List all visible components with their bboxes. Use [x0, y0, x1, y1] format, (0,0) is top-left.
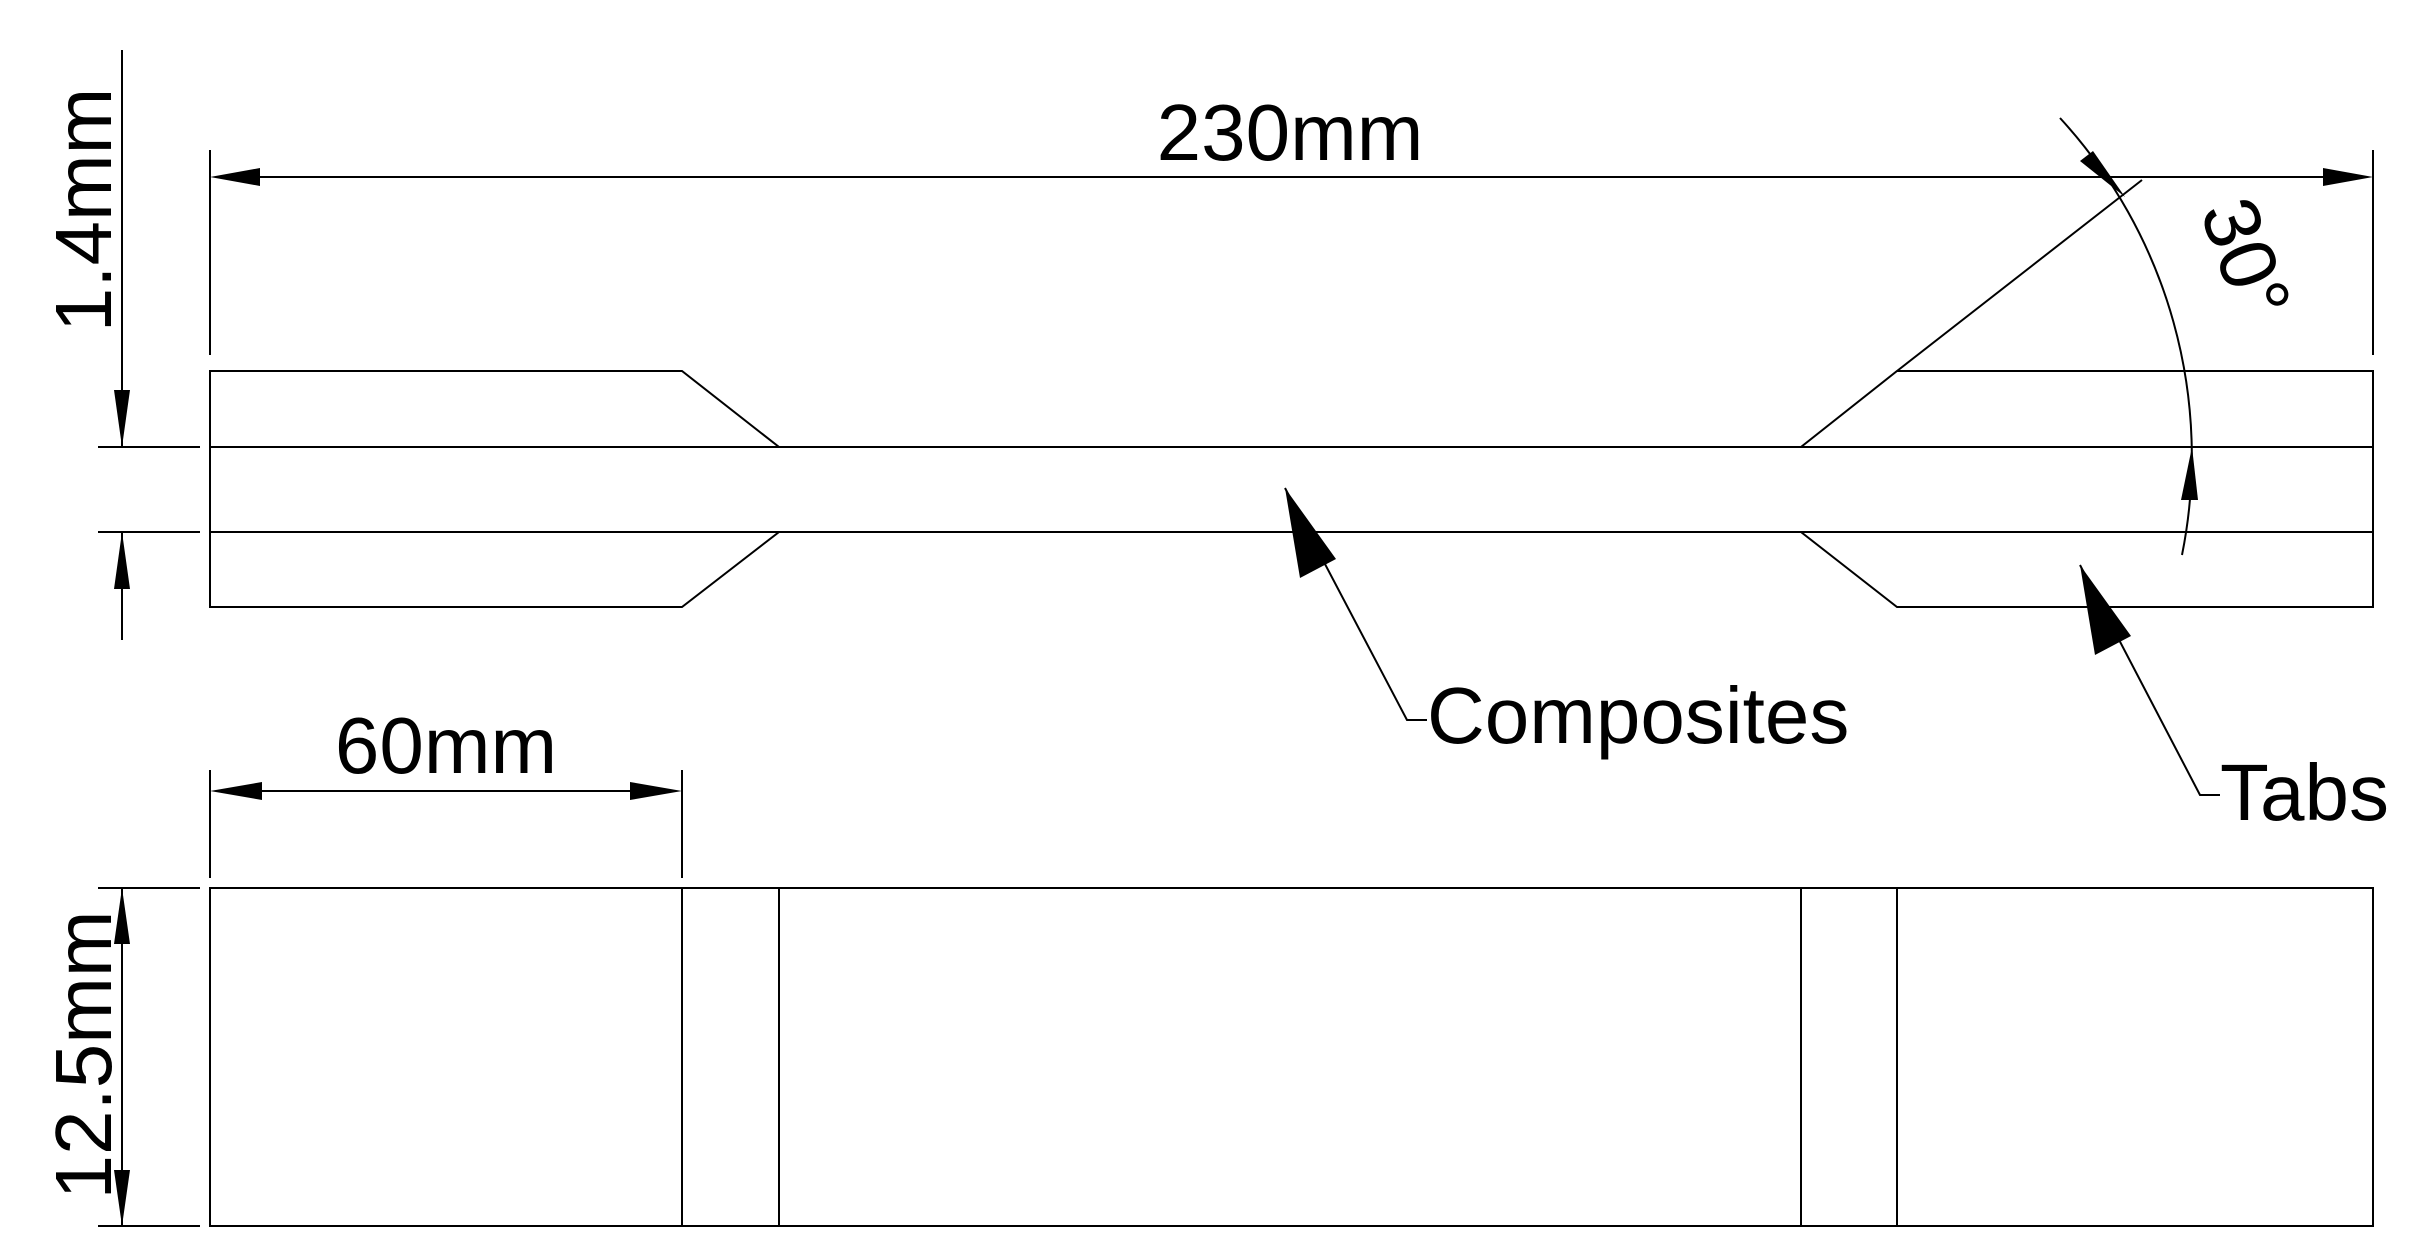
upper-right-tab: [1798, 370, 2374, 448]
bevel-extension-line: [1896, 179, 2143, 372]
thickness-dimension-label: 1.4mm: [39, 88, 128, 333]
width-dimension-label: 12.5mm: [39, 911, 128, 1200]
side-view: [209, 370, 2374, 608]
leader-arrow: [1285, 488, 1336, 578]
arrow-left: [210, 168, 260, 186]
tab-length-dimension: 60mm: [209, 701, 683, 878]
tabs-label: Tabs: [2220, 748, 2389, 837]
arrow-down: [114, 390, 130, 447]
lower-right-tab: [1798, 531, 2374, 608]
thickness-dimension: 1.4mm: [39, 50, 200, 640]
arrow-right: [2323, 168, 2373, 186]
tab-length-dimension-label: 60mm: [335, 701, 557, 790]
leader-arrow: [2080, 565, 2131, 655]
plan-view: [209, 887, 2374, 1227]
length-dimension-label: 230mm: [1157, 88, 1424, 177]
specimen-outline: [209, 887, 2374, 1227]
arrow-down: [114, 1170, 130, 1226]
arrow-right: [630, 782, 682, 800]
arrow-up: [114, 888, 130, 944]
arrow-up: [114, 532, 130, 589]
upper-left-tab: [209, 370, 782, 448]
length-dimension: 230mm: [209, 88, 2374, 355]
arrow-left: [210, 782, 262, 800]
arrow-top: [2080, 151, 2125, 197]
composites-label: Composites: [1427, 671, 1849, 760]
width-dimension: 12.5mm: [39, 887, 200, 1227]
lower-left-tab: [209, 531, 782, 608]
angle-label: 30°: [2183, 187, 2308, 331]
leader-line: [1284, 487, 1427, 721]
angle-arc: [2059, 117, 2193, 556]
composites-callout: Composites: [1284, 487, 1849, 760]
bevel-angle-dimension: 30°: [1896, 117, 2308, 556]
tabs-callout: Tabs: [2079, 564, 2389, 837]
composite-laminate: [209, 446, 2374, 533]
arrow-bottom: [2181, 447, 2198, 500]
